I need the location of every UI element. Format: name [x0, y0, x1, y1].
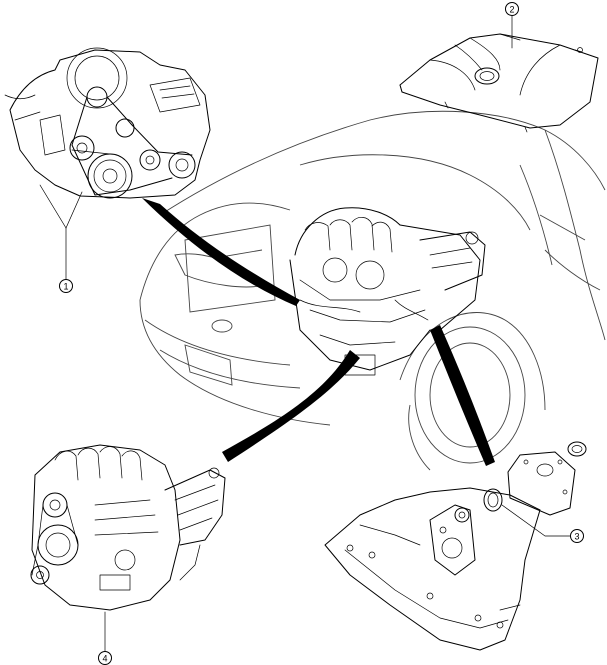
leader-wedges: [142, 198, 495, 466]
belt-drive-assembly: [4, 47, 211, 199]
callout-3-label: 3: [574, 532, 579, 542]
callout-3: 3: [570, 529, 584, 543]
callout-4-label: 4: [102, 654, 107, 664]
callout-4: 4: [98, 651, 112, 665]
callout-2: 2: [505, 2, 519, 16]
engine-transmission-assembly: [30, 444, 226, 611]
car-body: [139, 110, 606, 471]
engine-cover: [399, 33, 599, 133]
callout-2-label: 2: [509, 5, 514, 15]
callout-1-label: 1: [63, 282, 68, 292]
callout-1-leaders: [39, 184, 83, 286]
callout-3-leader: [501, 504, 571, 537]
engine-in-bay: [289, 207, 486, 376]
callout-1: 1: [59, 279, 73, 293]
mount-bracket-assembly: [324, 441, 587, 651]
